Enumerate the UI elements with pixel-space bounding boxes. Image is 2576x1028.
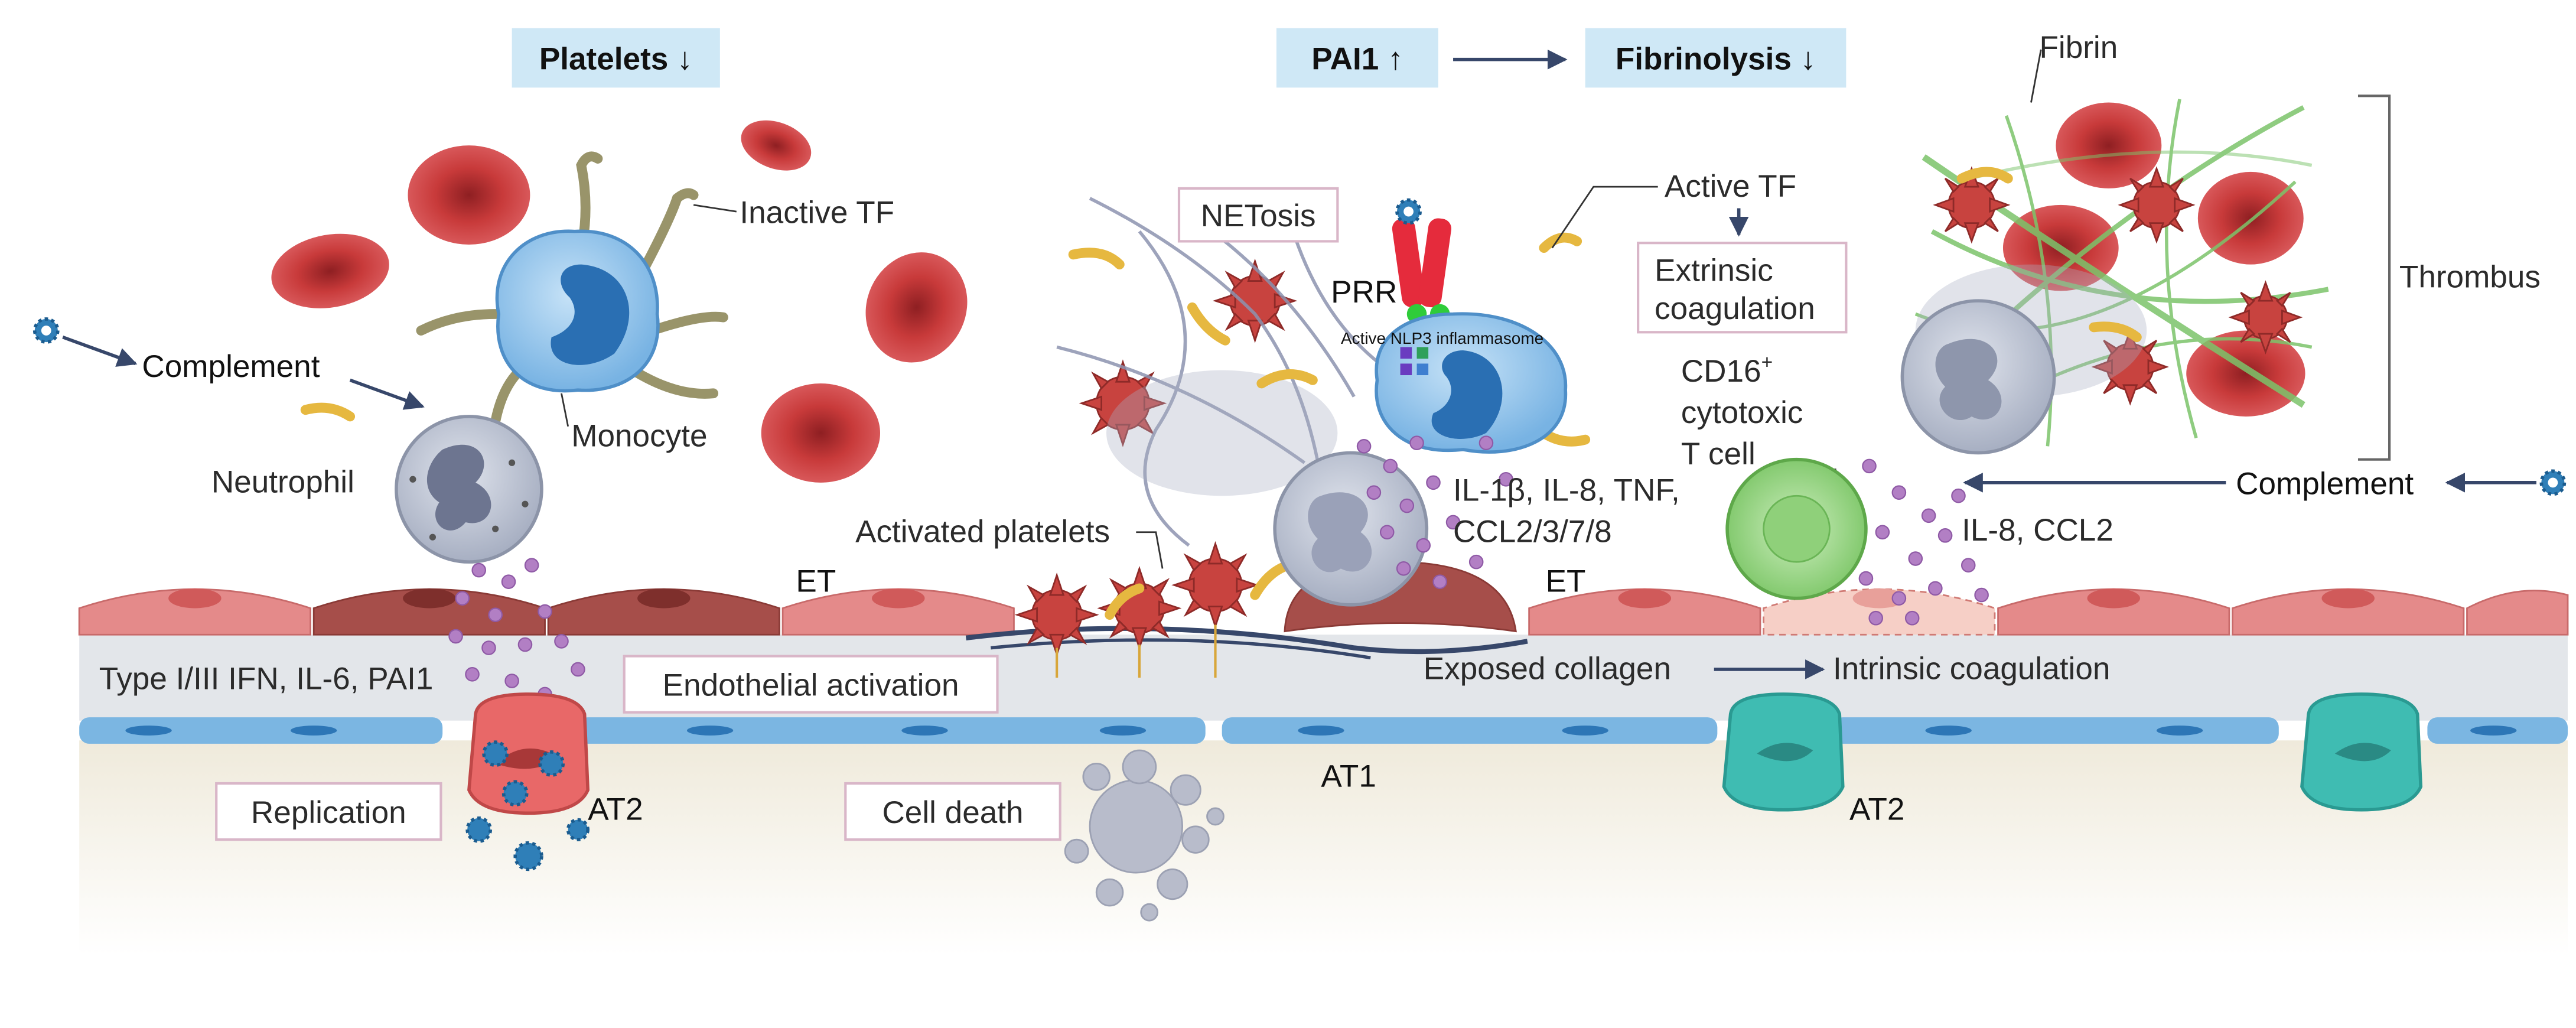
at2-cell [1722, 692, 1845, 812]
inactive-tf-label: Inactive TF [740, 196, 894, 230]
red-blood-cell [865, 252, 968, 363]
platelet [1079, 359, 1167, 447]
monocyte-label: Monocyte [571, 418, 707, 453]
cell-death-box [844, 782, 1061, 841]
platelet-stems [1056, 624, 1217, 678]
complement-right-label: Complement [2236, 466, 2414, 501]
activated-platelets-pointer [1136, 531, 1164, 569]
at2-right-label: AT2 [1849, 792, 1904, 827]
virus-particle [1395, 198, 1422, 225]
fibrinolysis-box: Fibrinolysis ↓ [1585, 28, 1846, 88]
thrombus-neutrophil [1900, 299, 2056, 455]
tissue-layers [79, 635, 2568, 955]
type-ifn-label: Type I/III IFN, IL-6, PAI1 [99, 662, 434, 697]
cytokines-label-line2: CCL2/3/7/8 [1453, 515, 1612, 549]
monocyte-pointer [561, 393, 569, 427]
replication-label: Replication [251, 795, 406, 830]
red-blood-cell [741, 120, 812, 171]
endothelial-cell [2466, 590, 2569, 636]
platelets-label: Platelets ↓ [539, 41, 693, 76]
cd16-superscript: + [1761, 352, 1773, 373]
extrinsic-label-line2: coagulation [1655, 291, 1815, 326]
netosis-box [1177, 187, 1339, 243]
prr-label: PRR [1331, 275, 1397, 310]
platelet [1933, 166, 2011, 244]
cd16-label-line2: cytotoxic [1681, 395, 1803, 430]
fibrin-pointer [2030, 49, 2042, 103]
et-right-label: ET [1546, 564, 1586, 598]
platelet [1213, 258, 1298, 343]
fibrin-label: Fibrin [2039, 30, 2118, 65]
cd16-label-line3: T cell [1681, 437, 1756, 471]
endothelial-activation-box [623, 655, 999, 714]
complement-left-label: Complement [142, 349, 320, 384]
complement-left-arrow-out [349, 378, 425, 410]
prr-receptor [1392, 218, 1452, 324]
netosis-neutrophil [1273, 451, 1429, 607]
thrombus-label: Thrombus [2399, 260, 2541, 295]
il8-ccl2-label: IL-8, CCL2 [1962, 513, 2113, 548]
thrombus-bracket [2357, 95, 2391, 461]
pai1-label: PAI1 ↑ [1311, 41, 1403, 76]
t-cell [1725, 457, 1868, 600]
monocyte-cell [416, 151, 728, 427]
nlp3-label: Active NLP3 inflammasome [1341, 329, 1543, 347]
cd16-label-line1: CD16+ [1681, 352, 1773, 389]
active-tf-pointer [1551, 186, 1658, 249]
endothelial-activation-label: Endothelial activation [663, 668, 959, 703]
red-blood-cell [761, 383, 881, 483]
neutrophil-cell [395, 415, 543, 564]
active-tf-label: Active TF [1665, 169, 1796, 204]
activated-platelets-label: Activated platelets [855, 515, 1110, 549]
complement-left-arrow-in [62, 336, 138, 367]
extrinsic-label-line1: Extrinsic [1655, 253, 1773, 288]
red-blood-cell [2056, 102, 2162, 188]
exposed-collagen-label: Exposed collagen [1424, 652, 1671, 687]
red-blood-cells [271, 102, 2305, 483]
platelets-box: Platelets ↓ [512, 28, 720, 88]
cd16-text: CD16 [1681, 354, 1761, 389]
pai1-box: PAI1 ↑ [1276, 28, 1438, 88]
et-left-label: ET [796, 564, 836, 598]
collagen-strand [991, 638, 1371, 660]
cell-death-label: Cell death [882, 795, 1023, 830]
platelet [2091, 328, 2169, 406]
cytokine-dots [448, 435, 1989, 715]
fibrinolysis-label: Fibrinolysis ↓ [1616, 41, 1816, 76]
at2-left-label: AT2 [588, 792, 643, 827]
interstitium-band [79, 635, 2568, 721]
neutrophil-label: Neutrophil [211, 465, 354, 500]
intrinsic-coagulation-label: Intrinsic coagulation [1833, 652, 2110, 687]
platelet [2228, 280, 2303, 354]
at1-label: AT1 [1321, 759, 1376, 794]
dying-cell [1064, 749, 1225, 922]
platelet [2118, 166, 2196, 244]
red-blood-cell [271, 233, 389, 308]
cytokines-label-line1: IL-1β, IL-8, TNF, [1453, 473, 1680, 508]
at2-cell [2300, 692, 2423, 812]
activated-platelets-group [1014, 166, 2303, 658]
macrophage-cell [1375, 312, 1568, 454]
platelet [1171, 541, 1259, 629]
at1-cell-layer [79, 717, 2568, 744]
platelet [1014, 572, 1099, 658]
replication-box [215, 782, 442, 841]
extrinsic-box [1637, 242, 1848, 334]
inactive-tf-pointer [693, 204, 737, 213]
virus-cluster [465, 740, 590, 871]
endothelium [78, 561, 2569, 660]
netosis-label: NETosis [1201, 199, 1316, 233]
virus-particle [2539, 469, 2567, 496]
virus-particle [32, 317, 60, 344]
active-tissue-factor [300, 167, 2142, 620]
red-blood-cell [408, 145, 530, 245]
